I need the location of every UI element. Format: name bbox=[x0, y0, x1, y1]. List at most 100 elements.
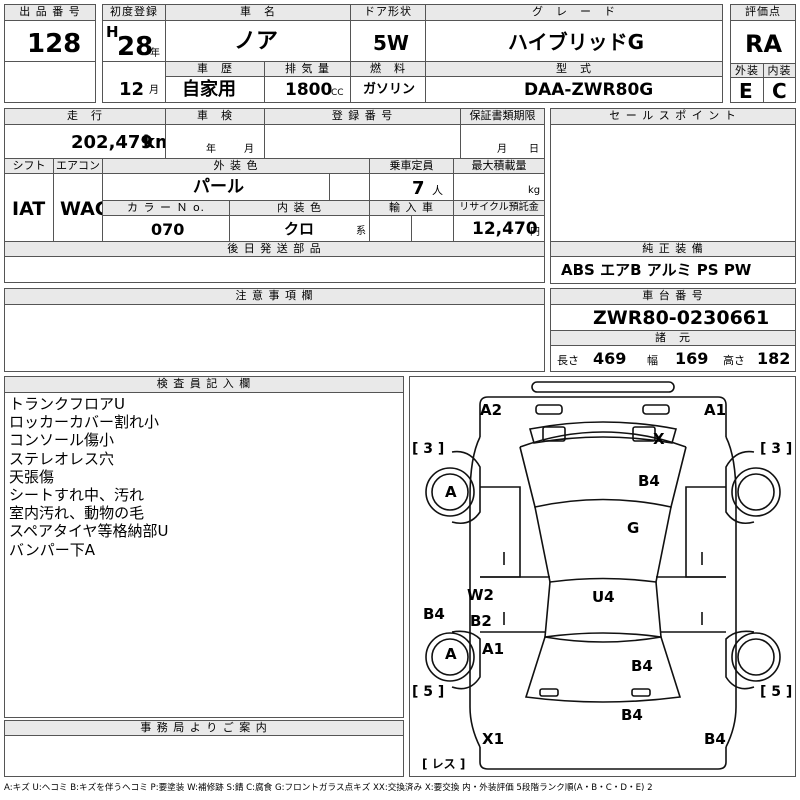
inspection-header: 車 検 bbox=[165, 108, 265, 125]
model-cell: DAA-ZWR80G bbox=[425, 76, 723, 103]
office-header: 事 務 局 よ り ご 案 内 bbox=[4, 720, 404, 736]
displacement: 1800 bbox=[285, 80, 333, 100]
bracket-rear-left: [ 5 ] bbox=[412, 684, 445, 700]
inspection-year: 年 bbox=[206, 144, 216, 155]
rating-cell: RA bbox=[730, 20, 796, 64]
car-name-header: 車 名 bbox=[165, 4, 351, 21]
reg-year-unit: 年 bbox=[150, 48, 160, 59]
ext-color-header: 外 装 色 bbox=[102, 158, 370, 174]
spare-tire-label: [ レス ] bbox=[422, 757, 466, 771]
length: 469 bbox=[593, 349, 627, 368]
equipment-header: 純 正 装 備 bbox=[550, 241, 796, 257]
aircon-cell: WAC bbox=[53, 173, 103, 242]
shift-cell: IAT bbox=[4, 173, 54, 242]
later-parts-header: 後 日 発 送 部 品 bbox=[4, 241, 545, 257]
capacity-header: 乗車定員 bbox=[369, 158, 454, 174]
import-cell-a bbox=[369, 215, 412, 242]
damage-diagram: A2 A1 X B4 A A G W2 B2 U4 B4 A1 B4 B4 X1… bbox=[409, 376, 796, 777]
inspector-note: ロッカーカバー割れ小 bbox=[9, 413, 160, 432]
inspector-note: トランクフロアU bbox=[9, 395, 125, 413]
model: DAA-ZWR80G bbox=[524, 80, 654, 100]
recycle-cell: 12,470 円 bbox=[453, 215, 545, 242]
int-color-header: 内 装 色 bbox=[229, 200, 370, 216]
damage-mark-a2: A2 bbox=[480, 401, 503, 419]
color-no: 070 bbox=[151, 220, 185, 239]
fuel: ガソリン bbox=[363, 82, 416, 97]
inspector-note: ステレオレス穴 bbox=[9, 449, 115, 468]
displacement-header: 排 気 量 bbox=[264, 61, 351, 77]
history-cell: 自家用 bbox=[165, 76, 265, 103]
color-no-header: カ ラ ー Ｎ o. bbox=[102, 200, 230, 216]
inspection-cell: 年 月 bbox=[165, 124, 265, 159]
int-color-cell: クロ 系 bbox=[229, 215, 370, 242]
aircon-header: エアコン bbox=[53, 158, 103, 174]
inspector-note: 天張傷 bbox=[9, 467, 55, 486]
damage-mark-b4: B4 bbox=[423, 605, 445, 623]
bracket-rear-right: [ 5 ] bbox=[760, 684, 793, 700]
inspector-notes-cell: トランクフロアU ロッカーカバー割れ小 コンソール傷小 ステレオレス穴 天張傷 … bbox=[4, 392, 404, 718]
interior-grade-cell: C bbox=[763, 77, 796, 103]
inspector-notes-list: トランクフロアU ロッカーカバー割れ小 コンソール傷小 ステレオレス穴 天張傷 … bbox=[9, 395, 399, 559]
interior-header: 内装 bbox=[763, 63, 796, 78]
damage-mark-b4: B4 bbox=[638, 472, 660, 490]
height-label: 高さ bbox=[723, 354, 745, 367]
notes-cell bbox=[4, 304, 545, 372]
height: 182 bbox=[757, 349, 791, 368]
displacement-unit: CC bbox=[331, 88, 344, 98]
warranty-cell: 月 日 bbox=[460, 124, 545, 159]
door-header: ドア形状 bbox=[350, 4, 426, 21]
grade-header: グ レ ー ド bbox=[425, 4, 723, 21]
damage-mark-a: A bbox=[445, 483, 457, 501]
door-cell: 5W bbox=[350, 20, 426, 62]
import-header: 輸 入 車 bbox=[369, 200, 454, 216]
inspector-note: 室内汚れ、動物の毛 bbox=[9, 504, 145, 523]
damage-mark-x: X bbox=[653, 430, 665, 448]
mileage-cell: 202,479 km bbox=[4, 124, 166, 159]
ext-color-cell: パール bbox=[102, 173, 330, 201]
notes-header: 注 意 事 項 欄 bbox=[4, 288, 545, 305]
chassis-header: 車 台 番 号 bbox=[550, 288, 796, 305]
exterior-grade-cell: E bbox=[730, 77, 764, 103]
first-reg-cell: H 28 年 bbox=[102, 20, 166, 62]
damage-mark-a1: A1 bbox=[482, 640, 505, 658]
plate-cell bbox=[264, 124, 461, 159]
first-reg-month-cell: 12 月 bbox=[102, 61, 166, 103]
car-outline-svg bbox=[425, 381, 781, 770]
interior-grade: C bbox=[772, 79, 787, 103]
damage-mark-w2: W2 bbox=[467, 586, 494, 604]
damage-mark-a: A bbox=[445, 645, 457, 663]
recycle-header: リサイクル預託金 bbox=[453, 200, 545, 216]
first-reg-header: 初度登録 bbox=[102, 4, 166, 21]
car-name-cell: ノア bbox=[165, 20, 351, 62]
equipment-cell: ABS エアB アルミ PS PW bbox=[550, 256, 796, 284]
damage-mark-b4: B4 bbox=[704, 730, 726, 748]
color-no-cell: 070 bbox=[102, 215, 230, 242]
int-color-suffix: 系 bbox=[356, 226, 366, 237]
later-parts-cell bbox=[4, 256, 545, 283]
inspector-note: シートすれ中、汚れ bbox=[9, 486, 145, 505]
sales-point-cell bbox=[550, 124, 796, 242]
chassis-cell: ZWR80-0230661 bbox=[550, 304, 796, 331]
shift: IAT bbox=[12, 198, 46, 220]
specs-cell: 長さ 469 幅 169 高さ 182 bbox=[550, 345, 796, 372]
damage-legend: A:キズ U:ヘコミ B:キズを伴うヘコミ P:要塗装 W:補修跡 S:錆 C:… bbox=[4, 783, 653, 793]
model-header: 型 式 bbox=[425, 61, 723, 77]
era: H bbox=[106, 23, 119, 41]
inspection-month: 月 bbox=[244, 144, 254, 155]
lot-no-cell: 128 bbox=[4, 20, 96, 62]
capacity-cell: 7 人 bbox=[369, 173, 454, 201]
reg-month-unit: 月 bbox=[149, 85, 159, 96]
import-cell-b bbox=[411, 215, 454, 242]
inspector-note: スペアタイヤ等格納部U bbox=[9, 522, 169, 541]
reg-month: 12 bbox=[119, 79, 145, 100]
damage-mark-g: G bbox=[627, 519, 640, 537]
warranty-month: 月 bbox=[497, 144, 507, 155]
chassis-no: ZWR80-0230661 bbox=[593, 307, 770, 329]
equipment: ABS エアB アルミ PS PW bbox=[561, 261, 752, 279]
lot-no-header: 出 品 番 号 bbox=[4, 4, 96, 21]
capacity: 7 bbox=[412, 178, 425, 199]
max-load-unit: kg bbox=[528, 185, 541, 196]
length-label: 長さ bbox=[557, 354, 579, 367]
recycle: 12,470 bbox=[472, 219, 538, 239]
recycle-unit: 円 bbox=[530, 227, 540, 238]
